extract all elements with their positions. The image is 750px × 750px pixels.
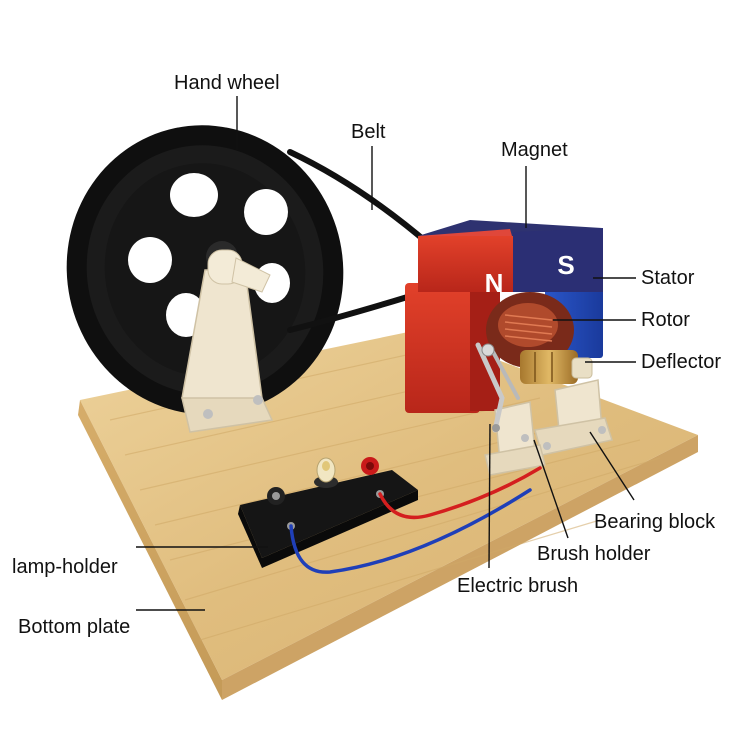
- south-pole-letter: S: [557, 250, 574, 280]
- label-hand-wheel: Hand wheel: [174, 72, 280, 94]
- wires: [289, 466, 542, 574]
- lamp-holder: [238, 457, 418, 568]
- label-deflector: Deflector: [641, 351, 722, 373]
- label-belt: Belt: [351, 121, 386, 143]
- label-electric-brush: Electric brush: [457, 575, 579, 597]
- label-rotor: Rotor: [641, 309, 690, 331]
- deflector: [520, 350, 593, 384]
- north-pole-letter: N: [485, 268, 504, 298]
- label-magnet: Magnet: [501, 139, 568, 161]
- magnet: N S: [418, 220, 603, 298]
- bearing-block: [534, 379, 613, 456]
- leader-lines: [136, 96, 636, 611]
- brush-holder: [484, 401, 546, 476]
- label-bearing-block: Bearing block: [594, 511, 716, 533]
- wheel-stand: [181, 249, 274, 433]
- rotor: [486, 292, 574, 368]
- electric-brush: [475, 342, 520, 433]
- label-bottom-plate: Bottom plate: [18, 616, 131, 638]
- label-stator: Stator: [641, 267, 695, 289]
- label-brush-holder: Brush holder: [537, 543, 651, 565]
- label-lamp-holder: lamp-holder: [12, 556, 118, 578]
